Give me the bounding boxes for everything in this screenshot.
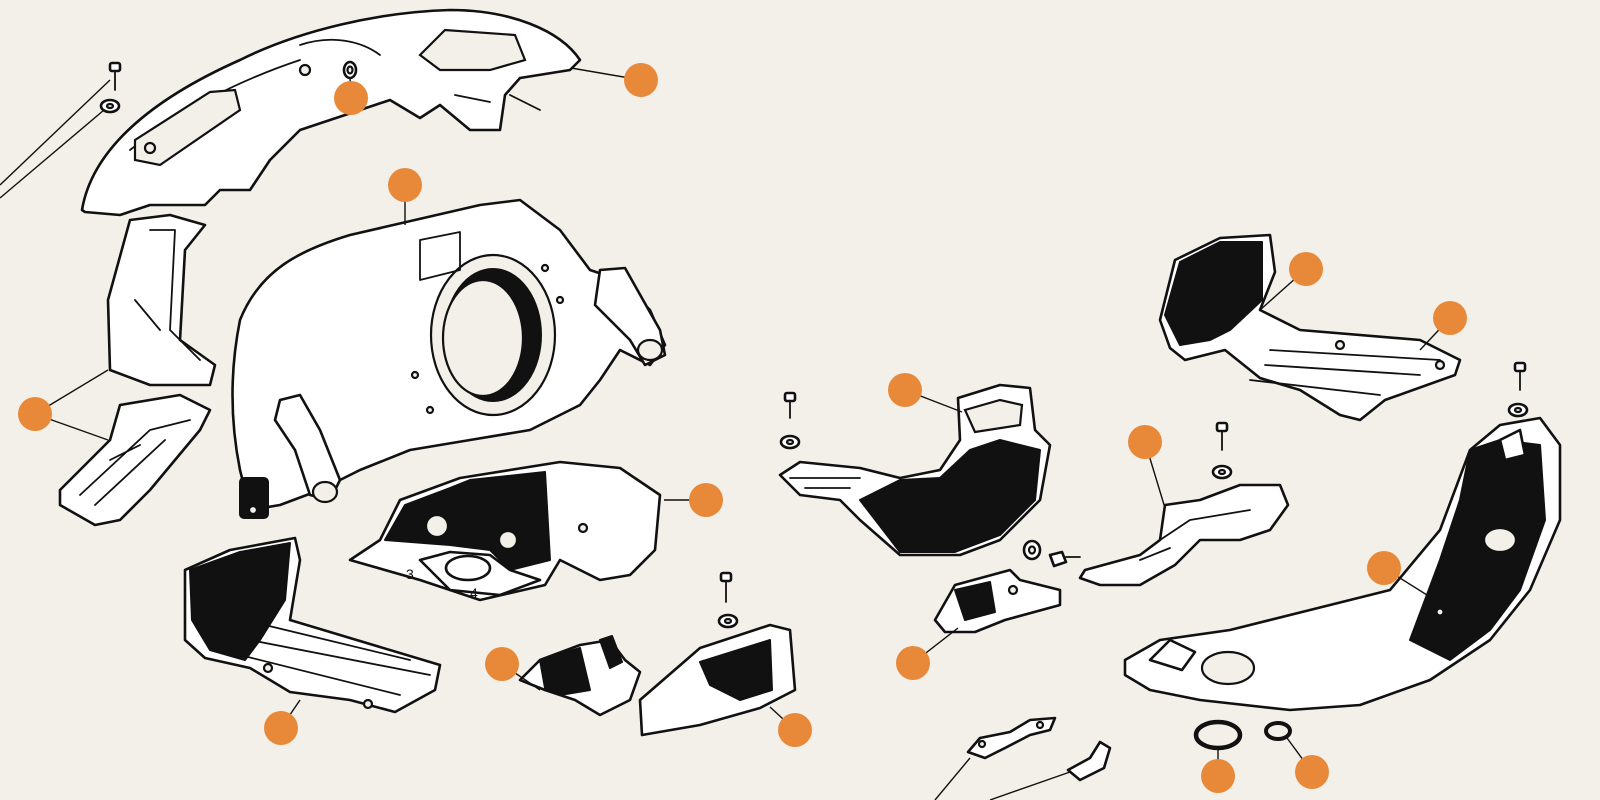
lower-deflector-right-part — [1158, 233, 1462, 422]
callout-dot-icon[interactable] — [1201, 759, 1235, 793]
leader-line — [934, 757, 971, 800]
callout-dot-icon[interactable] — [485, 647, 519, 681]
nut-icon — [342, 60, 358, 80]
washer-icon — [717, 613, 739, 629]
stamped-number: 3 — [406, 566, 414, 582]
washer-icon — [1211, 464, 1233, 480]
callout-dot-icon[interactable] — [1295, 755, 1329, 789]
callout-layer — [18, 63, 1467, 793]
leader-line — [989, 771, 1071, 800]
washer-icon — [1507, 402, 1529, 418]
callout-dot-icon[interactable] — [334, 81, 368, 115]
stamped-number: 4 — [470, 585, 478, 601]
callout-dot-icon[interactable] — [1289, 252, 1323, 286]
rear-engine-tin-part — [1123, 416, 1562, 712]
oil-cooler-cover-part — [518, 635, 642, 717]
screw-icon — [1215, 421, 1229, 451]
screw-icon — [719, 571, 733, 603]
callout-dot-icon[interactable] — [689, 483, 723, 517]
leader-line — [0, 79, 111, 186]
upper-fan-shroud-part — [80, 8, 582, 217]
fan-housing-part — [231, 198, 667, 519]
callout-dot-icon[interactable] — [388, 168, 422, 202]
hose-clip-part — [1066, 740, 1112, 782]
screw-icon — [1513, 361, 1527, 391]
gasket-icon — [1264, 721, 1292, 741]
preheat-bracket-part — [933, 568, 1062, 634]
leader-line — [0, 109, 105, 199]
callout-dot-icon[interactable] — [778, 713, 812, 747]
callout-dot-icon[interactable] — [896, 646, 930, 680]
sealing-ring-icon — [1193, 719, 1243, 751]
bolt-icon — [1048, 550, 1081, 568]
heater-flap-bracket-part — [58, 213, 217, 527]
callout-dot-icon[interactable] — [18, 397, 52, 431]
clamp-bracket-part — [966, 716, 1057, 760]
callout-dot-icon[interactable] — [624, 63, 658, 97]
air-deflector-right-part — [1078, 483, 1290, 587]
screw-icon — [783, 391, 797, 419]
cylinder-shroud-right-part — [778, 383, 1052, 557]
washer-icon — [779, 434, 801, 450]
washer-icon — [1022, 539, 1042, 561]
callout-dot-icon[interactable] — [1433, 301, 1467, 335]
callout-dot-icon[interactable] — [888, 373, 922, 407]
deflector-plate-left-part — [183, 536, 442, 714]
washer-icon — [99, 98, 121, 114]
callout-dot-icon[interactable] — [264, 711, 298, 745]
front-cover-plate-part — [638, 623, 797, 737]
callout-dot-icon[interactable] — [1128, 425, 1162, 459]
thermostat-housing-part: 3 4 — [348, 460, 662, 602]
callout-dot-icon[interactable] — [1367, 551, 1401, 585]
screw-icon — [108, 61, 122, 91]
